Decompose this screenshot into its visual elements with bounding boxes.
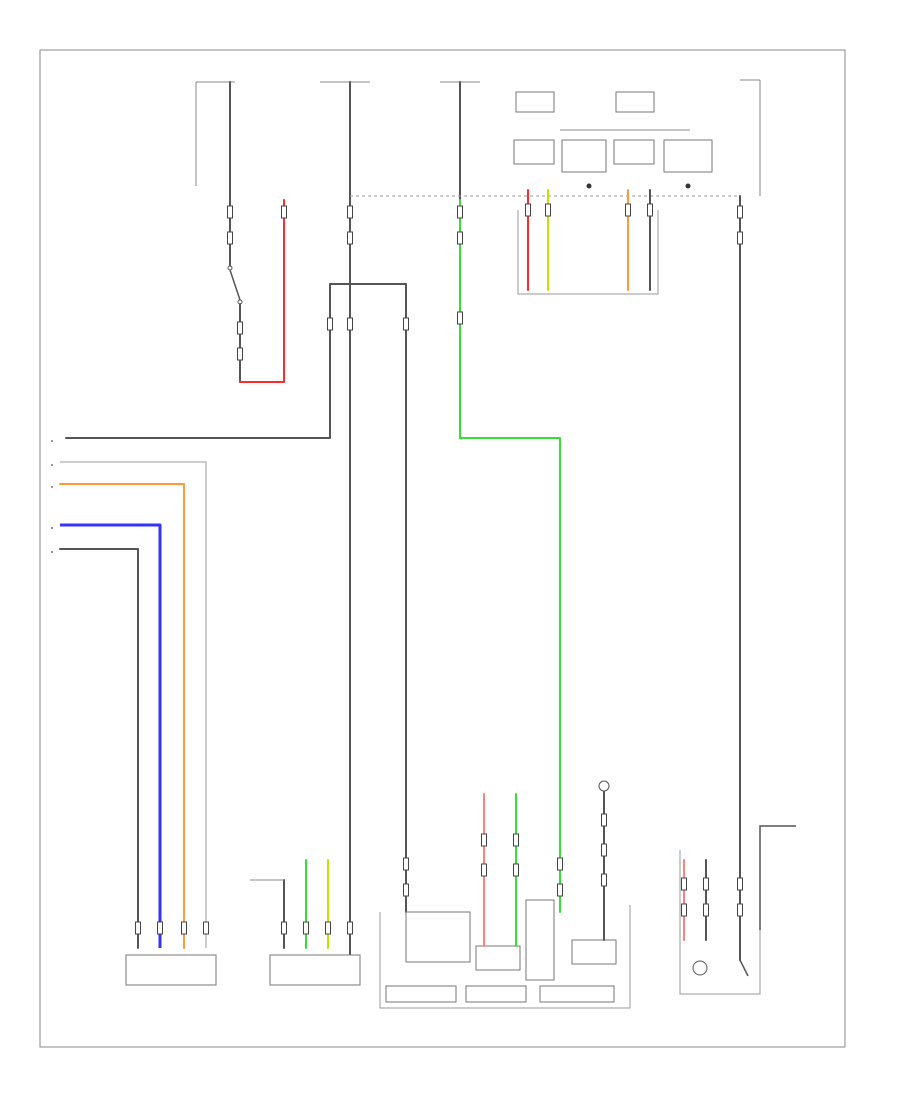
connector-pin xyxy=(135,921,141,935)
power-feed-2 xyxy=(320,81,370,201)
bottom-component-right xyxy=(679,249,796,995)
connector-pin xyxy=(737,231,743,245)
ground-symbol xyxy=(598,780,610,792)
wire-blue xyxy=(60,523,162,948)
connector-pin xyxy=(157,921,163,935)
connector-pin xyxy=(601,873,607,887)
connector-pin xyxy=(737,877,743,891)
connector-pin xyxy=(481,833,487,847)
relay-2 xyxy=(561,139,607,173)
connector-pin xyxy=(513,863,519,877)
connector-pin xyxy=(703,877,709,891)
wire-orange-left xyxy=(59,483,185,949)
wire-red-loop xyxy=(239,199,285,383)
connector-pin xyxy=(347,205,353,219)
connector-pin xyxy=(403,883,409,897)
wire-gray-branch-right xyxy=(349,283,407,913)
connector-pin xyxy=(457,231,463,245)
connector-pin xyxy=(303,921,309,935)
connector-pin xyxy=(481,863,487,877)
connector-pin xyxy=(525,203,531,217)
connector-pin xyxy=(625,203,631,217)
connector-pin xyxy=(545,203,551,217)
wire-dark-left xyxy=(59,548,139,949)
connector-pin xyxy=(403,857,409,871)
connector-pin xyxy=(327,317,333,331)
connector-pin xyxy=(203,921,209,935)
wire-light-gray xyxy=(60,461,207,948)
relay-module xyxy=(513,79,761,295)
connector-pin xyxy=(347,317,353,331)
connector-pin xyxy=(181,921,187,935)
wire-green-main xyxy=(459,199,561,913)
connector-pin xyxy=(347,231,353,245)
connector-pin xyxy=(403,317,409,331)
power-feed-3 xyxy=(440,81,480,201)
connector-pin xyxy=(557,883,563,897)
diagram-frame xyxy=(39,49,846,1048)
connector-pin xyxy=(647,203,653,217)
bottom-component-center xyxy=(379,780,631,1009)
wire-gray-branch-left xyxy=(65,283,351,439)
connector-pin xyxy=(281,205,287,219)
relay-1 xyxy=(513,139,555,165)
connector-pin xyxy=(681,903,687,917)
connector-pin xyxy=(513,833,519,847)
connector-pin xyxy=(237,347,243,361)
connector-pin xyxy=(601,813,607,827)
ground-dot-2 xyxy=(685,183,691,189)
connector-pin xyxy=(557,857,563,871)
connector-pin xyxy=(703,903,709,917)
relay-header-1 xyxy=(515,91,555,113)
connector-pin xyxy=(681,877,687,891)
power-feed-1 xyxy=(195,81,235,201)
left-wire-bundle xyxy=(51,440,207,949)
ground-dot-1 xyxy=(586,183,592,189)
connector-pin xyxy=(237,321,243,335)
connector-pin xyxy=(227,231,233,245)
motor-symbol xyxy=(692,960,708,976)
connector-pins xyxy=(135,203,743,935)
connector-pin xyxy=(737,903,743,917)
connector-pin xyxy=(347,921,353,935)
connector-pin xyxy=(737,205,743,219)
relay-4 xyxy=(663,139,713,173)
connector-pin xyxy=(601,843,607,857)
bottom-component-2 xyxy=(250,859,361,986)
connector-pin xyxy=(457,205,463,219)
connector-pin xyxy=(325,921,331,935)
connector-pin xyxy=(457,311,463,325)
relay-header-2 xyxy=(615,91,655,113)
connector-pin xyxy=(227,205,233,219)
relay-3 xyxy=(613,139,655,165)
bottom-component-1 xyxy=(125,954,217,986)
connector-pin xyxy=(281,921,287,935)
